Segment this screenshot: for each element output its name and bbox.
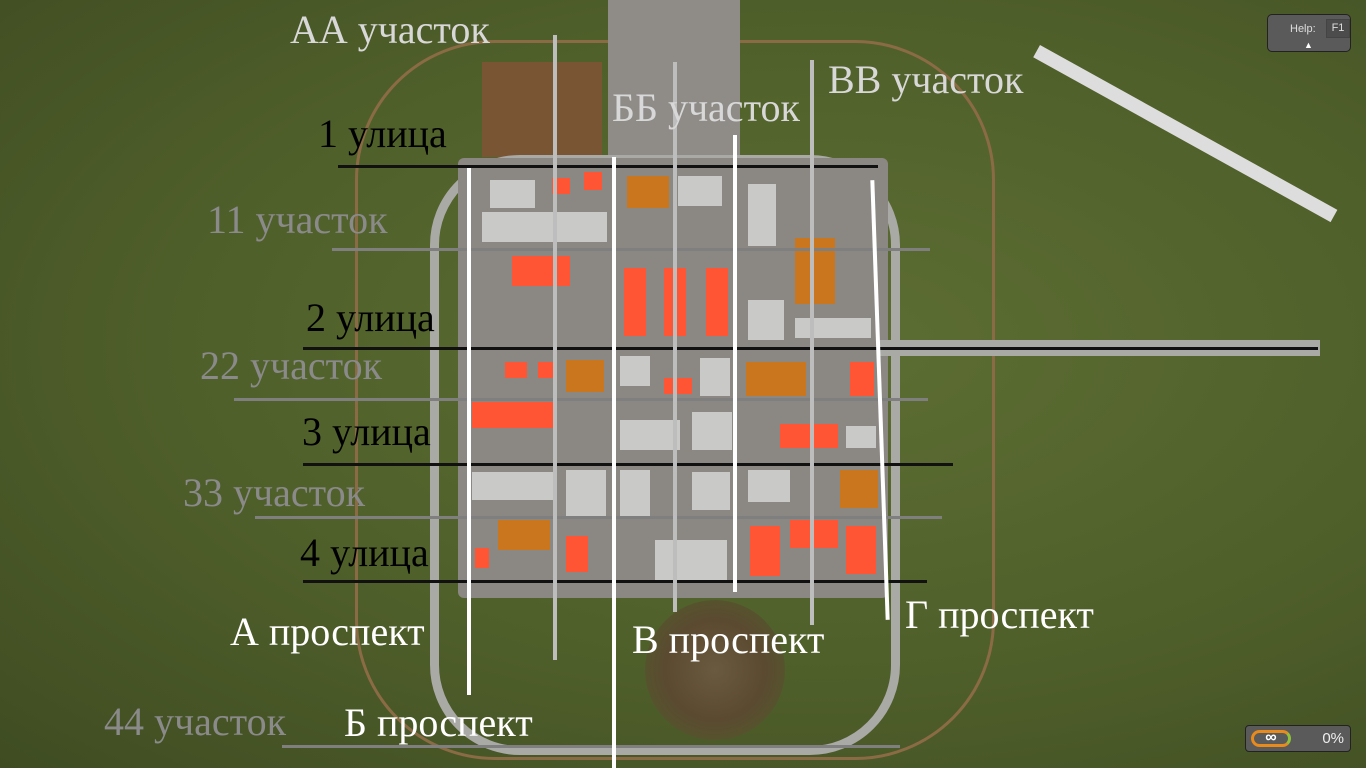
progress-value: 0% [1322,730,1344,747]
label-vv-block: ВВ участок [828,57,1024,102]
building [790,520,838,548]
building [678,176,722,206]
building [700,358,730,396]
building [620,420,680,450]
avenue-b-line [612,157,616,768]
help-button[interactable]: Help: F1 ▲ [1267,14,1351,52]
building [624,268,646,336]
building [846,426,876,448]
label-plot-44: 44 участок [104,699,287,744]
help-label: Help: [1290,23,1316,35]
building [746,362,806,396]
label-street-4: 4 улица [300,530,429,575]
label-plot-22: 22 участок [200,343,383,388]
building [748,184,776,246]
label-plot-11: 11 участок [207,197,388,242]
building [750,526,780,576]
building [706,268,728,336]
plot-33-line [255,516,942,519]
plot-11-line [332,248,930,251]
triangle-up-icon: ▲ [1304,40,1313,50]
label-street-2: 2 улица [306,295,435,340]
infinity-icon: ∞ [1251,730,1291,747]
building [490,180,535,208]
building [664,378,692,394]
building [538,362,554,378]
building [566,536,588,572]
label-avenue-g: Г проспект [905,592,1094,637]
label-aa-block: АА участок [290,7,490,52]
building [482,212,607,242]
building [655,540,727,580]
building [692,472,730,510]
building [795,318,871,338]
runway [1033,45,1338,223]
building [566,360,604,392]
street-1-line [338,165,878,168]
help-key: F1 [1326,19,1350,38]
avenue-v-line [733,135,737,592]
plot-22-line [234,398,928,401]
label-avenue-v: В проспект [632,617,825,662]
block-aa-line [553,35,557,660]
label-street-1: 1 улица [318,111,447,156]
building [850,362,874,396]
building [475,548,489,568]
street-3-line [303,463,953,466]
label-avenue-a: А проспект [230,609,425,654]
building [472,472,554,500]
building [748,470,790,502]
building [620,356,650,386]
building [566,470,606,516]
avenue-a-line [467,168,471,695]
block-bb-line [673,62,677,612]
plot-44-line [282,745,900,748]
building [498,520,550,550]
label-plot-33: 33 участок [183,470,366,515]
building [780,424,838,448]
building [584,172,602,190]
building [692,412,732,450]
label-street-3: 3 улица [302,409,431,454]
building [620,470,650,516]
building [472,402,557,428]
label-avenue-b: Б проспект [344,700,533,745]
building [840,470,878,508]
block-vv-line [810,60,814,625]
label-bb-block: ББ участок [612,85,800,130]
excavation-site [482,62,602,157]
hill [645,600,785,740]
building [846,526,876,574]
building [627,176,669,208]
building [505,362,527,378]
building [512,256,570,286]
building [748,300,784,340]
progress-indicator: ∞ 0% [1245,725,1351,752]
